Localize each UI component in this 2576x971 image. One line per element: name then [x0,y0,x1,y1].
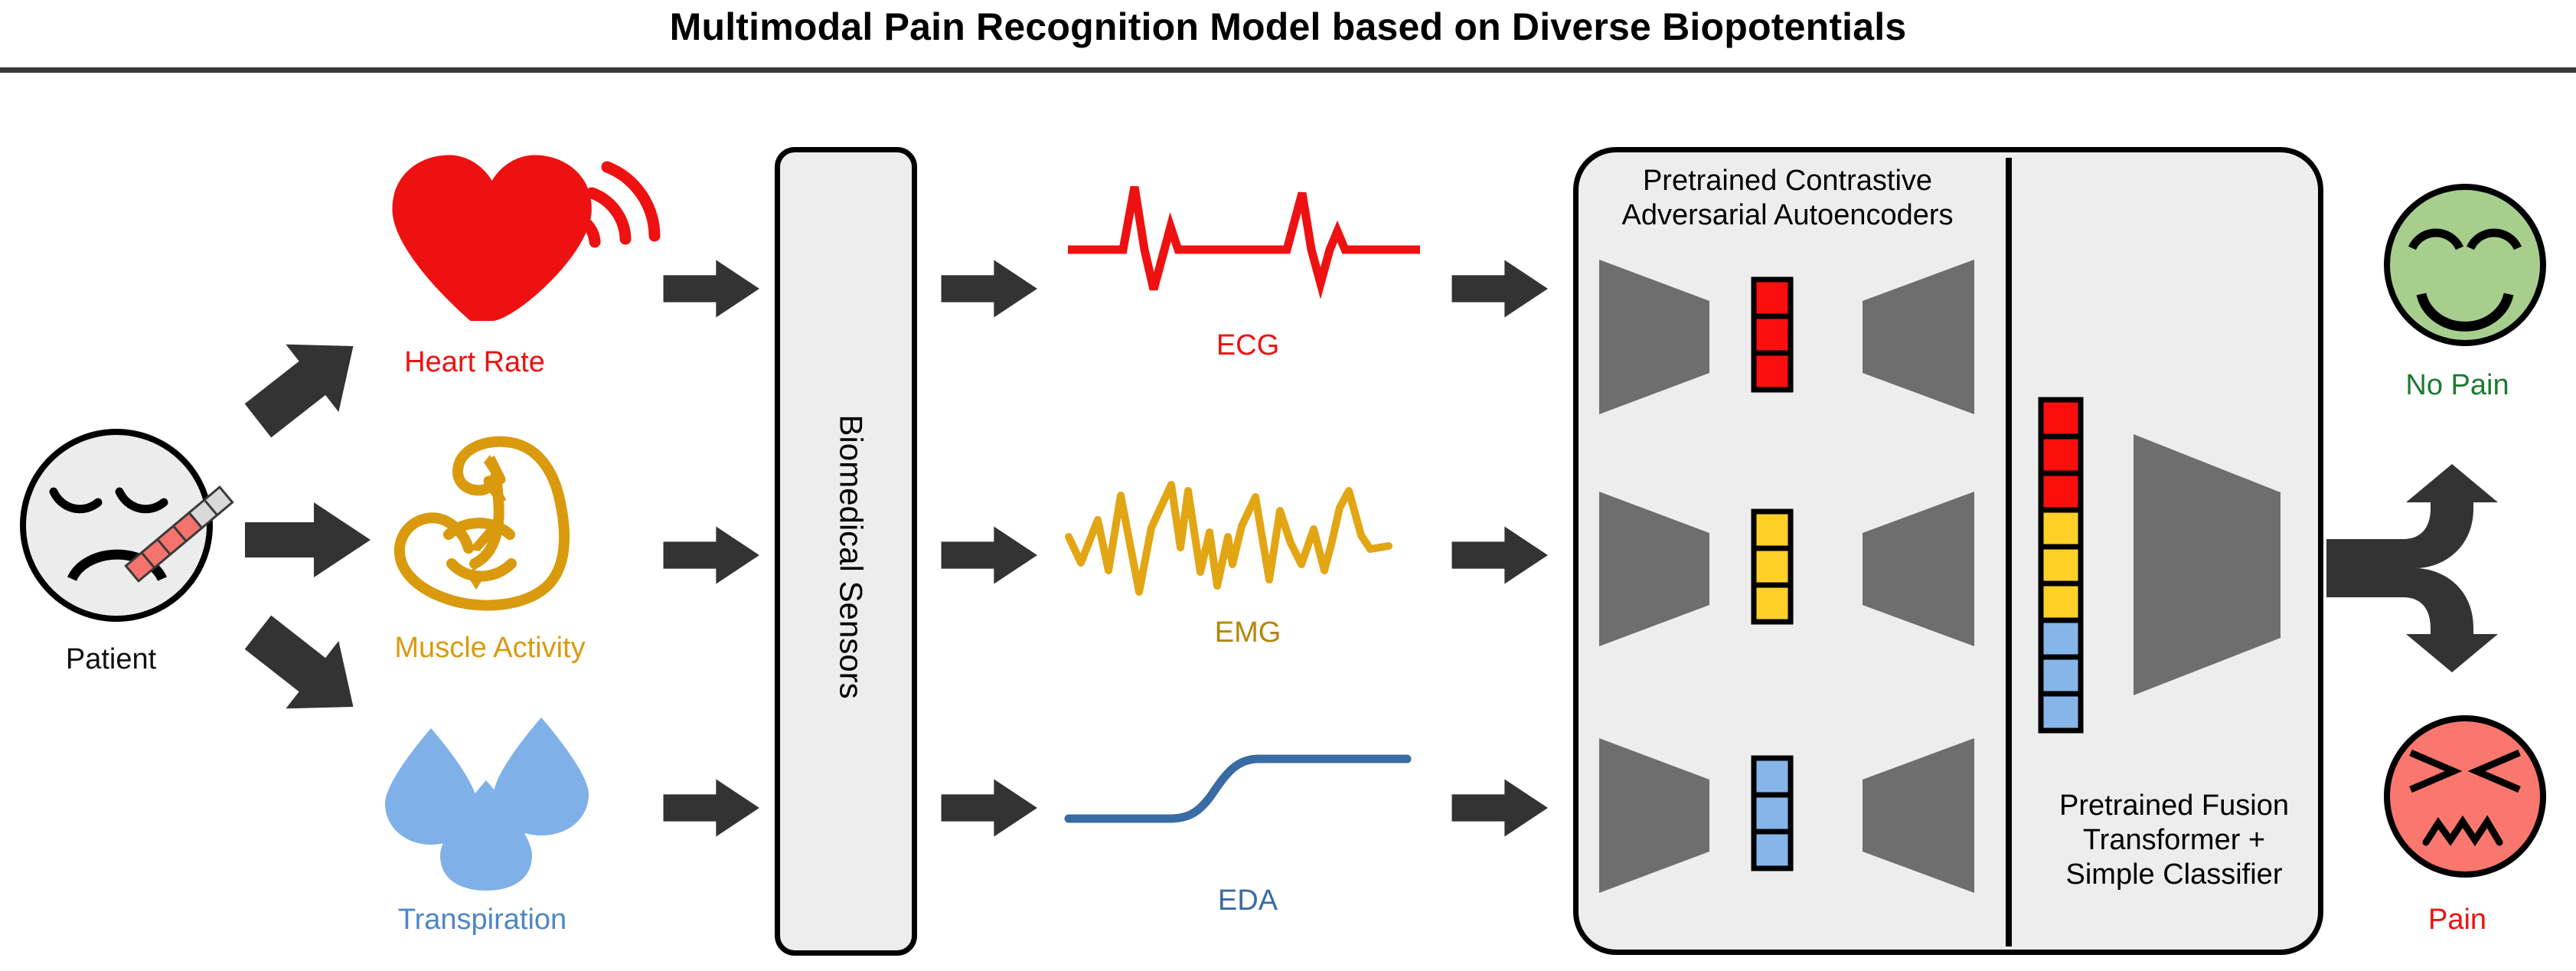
autoencoder-row-ecg [1596,257,1979,417]
arrow-sweat-to-sensors [662,766,762,850]
arrow-ecg-to-autoencoder [1451,247,1550,331]
title-divider [0,67,2576,73]
fusion-title-line3: Simple Classifier [2065,858,2283,891]
latent-stack-eda [1751,755,1794,871]
decoder-trapezoid-icon [1863,492,1974,646]
ecg-signal [1068,176,1420,322]
transpiration-label: Transpiration [397,904,567,936]
arrow-right-icon [245,502,371,577]
pain-label: Pain [2427,904,2487,936]
arrow-down-right-icon [244,615,354,709]
latent-stack-ecg [1751,276,1794,393]
autoencoders-title: Pretrained Contrastive Adversarial Autoe… [1588,164,1987,233]
arrow-right-icon [1451,779,1548,837]
no-pain-label: No Pain [2405,369,2509,401]
arrow-right-icon [663,260,759,318]
biomedical-sensors-label: Biomedical Sensors [834,414,870,699]
arrow-right-icon [663,526,759,584]
arrow-sensors-to-emg [940,513,1040,597]
heart-rate-label: Heart Rate [404,346,545,378]
ecg-waveform-icon [1068,186,1420,299]
autoencoder-row-eda [1596,735,1979,896]
autoencoders-title-line2: Adversarial Autoencoders [1621,198,1954,231]
arrow-right-icon [941,779,1037,837]
branching-output-arrow [2323,464,2507,672]
latent-stack-emg [1751,508,1794,625]
autoencoder-row-emg [1596,489,1979,649]
autoencoders-title-line1: Pretrained Contrastive [1642,165,1933,197]
arrow-muscle-to-sensors [662,513,762,597]
encoder-trapezoid-icon [1599,738,1709,893]
biomedical-sensors-box: Biomedical Sensors [775,147,917,956]
patient-label: Patient [65,643,157,675]
panel-divider [2006,158,2012,946]
arrow-heart-to-sensors [662,247,762,331]
transpiration-icon [379,716,609,892]
no-pain-output [2369,181,2561,372]
title-bar: Multimodal Pain Recognition Model based … [0,0,2576,73]
smiling-face-icon [2384,184,2546,346]
emg-signal [1064,463,1416,609]
arrow-right-icon [1451,526,1548,584]
arrow-right-icon [941,260,1037,318]
arrow-emg-to-autoencoder [1451,513,1550,597]
patient-icon [6,426,236,648]
fusion-latent-stack [2036,397,2090,735]
decoder-trapezoid-icon [1863,738,1974,893]
branching-fork-arrow-icon [2326,464,2498,672]
arrow-right-icon [663,779,759,837]
emg-label: EMG [1214,616,1281,649]
arrow-patient-to-muscle-activity [243,498,374,582]
arrow-patient-to-heart-rate [237,322,375,444]
muscle-activity-icon [375,436,620,628]
arrow-sensors-to-eda [940,766,1040,850]
heart-with-signal-waves-icon [392,155,661,322]
sick-face-with-thermometer-icon [20,429,234,622]
ecg-label: ECG [1216,329,1280,361]
arrow-right-icon [941,526,1037,584]
fusion-title-line2: Transformer + [2082,823,2266,856]
flexed-bicep-with-bolt-icon [393,436,570,611]
eda-signal [1064,739,1416,854]
arrow-sensors-to-ecg [940,247,1040,331]
grimacing-face-icon [2384,715,2546,878]
heart-rate-icon [392,145,661,345]
eda-label: EDA [1217,884,1278,917]
page-title: Multimodal Pain Recognition Model based … [669,5,1907,48]
muscle-activity-label: Muscle Activity [394,632,586,664]
decoder-trapezoid-icon [1863,260,1974,414]
arrow-eda-to-autoencoder [1451,766,1550,850]
encoder-trapezoid-icon [1599,492,1709,646]
fusion-title: Pretrained Fusion Transformer + Simple C… [2032,789,2316,891]
pain-output [2369,715,2561,907]
emg-waveform-icon [1065,481,1392,596]
fusion-title-line1: Pretrained Fusion [2059,790,2289,822]
encoder-trapezoid-icon [1599,260,1709,414]
three-sweat-droplets-icon [385,718,589,891]
arrow-up-right-icon [244,344,354,438]
fusion-decoder [2132,433,2285,697]
eda-sigmoid-curve-icon [1064,754,1412,823]
decoder-trapezoid-icon [2134,434,2281,695]
arrow-right-icon [1451,260,1548,318]
arrow-patient-to-transpiration [237,605,375,735]
